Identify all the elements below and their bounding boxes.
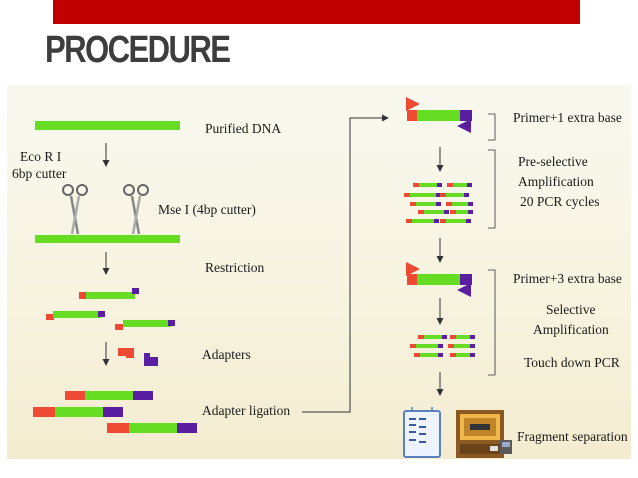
connector-arrow [302, 114, 389, 413]
adapter-pieces [118, 348, 158, 366]
mse-label: Mse I (4bp cutter) [158, 202, 256, 217]
eco-label-2: 6bp cutter [12, 166, 67, 181]
bracket [488, 113, 496, 141]
bracket [488, 149, 496, 229]
primer-plus-one-fragment [406, 97, 472, 133]
purified-dna-label: Purified DNA [205, 121, 281, 136]
ligated-fragments [33, 391, 197, 433]
scissors-icon [62, 184, 88, 235]
primer3-label: Primer+3 extra base [513, 271, 622, 286]
slide-title: PROCEDURE [45, 29, 231, 71]
restriction-label: Restriction [205, 260, 264, 275]
preselective-fragments [404, 183, 473, 223]
scissors-icon [123, 184, 149, 235]
selective-fragments [410, 335, 475, 357]
eco-label-1: Eco R I [20, 149, 62, 164]
primer-plus-three-fragment [406, 262, 472, 297]
selective-label-1: Selective [546, 302, 595, 317]
bracket [488, 269, 496, 376]
sequencer-icon [456, 410, 512, 458]
adapter-ligation-label: Adapter ligation [202, 403, 290, 418]
selective-label-2: Amplification [533, 322, 609, 337]
fragment-separation-label: Fragment separation [517, 429, 628, 444]
restriction-fragments [46, 288, 175, 330]
gel-icon [403, 407, 441, 458]
title-accent-bar [53, 0, 580, 24]
primer1-label: Primer+1 extra base [513, 110, 622, 125]
purified-dna-strand [35, 121, 180, 130]
preselective-label-1: Pre-selective [518, 154, 588, 169]
adapters-label: Adapters [202, 347, 251, 362]
cut-dna-strand [35, 235, 180, 243]
preselective-label-3: 20 PCR cycles [520, 194, 600, 209]
preselective-label-2: Amplification [518, 174, 594, 189]
touchdown-label: Touch down PCR [524, 355, 620, 370]
